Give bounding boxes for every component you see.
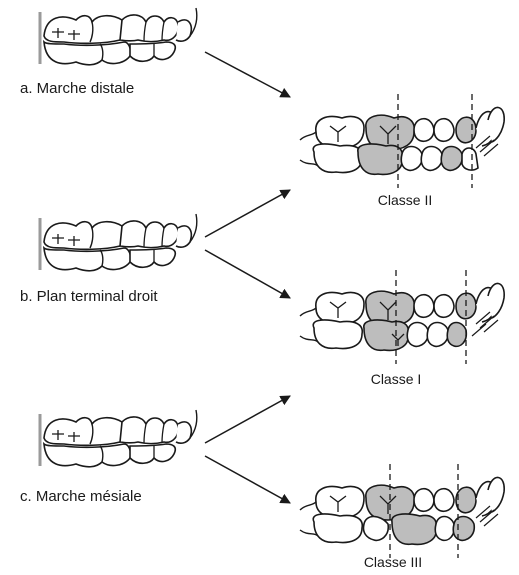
label-classe-iii: Classe III <box>353 555 433 569</box>
permanent-teeth-class-iii <box>300 464 504 558</box>
permanent-teeth-class-ii <box>300 94 504 188</box>
primary-teeth-flush <box>40 214 197 271</box>
arrow-flush-to-class-ii <box>205 190 290 237</box>
primary-teeth-mesial <box>40 410 197 467</box>
arrow-mesial-to-class-iii <box>205 456 290 503</box>
label-classe-i: Classe I <box>356 372 436 386</box>
primary-teeth-distal <box>40 8 197 65</box>
label-classe-ii: Classe II <box>365 193 445 207</box>
permanent-teeth-class-i <box>300 270 504 364</box>
arrow-distal-to-class-ii <box>205 52 290 97</box>
arrow-mesial-to-class-i <box>205 396 290 443</box>
arrow-flush-to-class-i <box>205 250 290 298</box>
label-marche-distale: a. Marche distale <box>20 81 134 96</box>
label-plan-terminal-droit: b. Plan terminal droit <box>20 289 158 304</box>
label-marche-mesiale: c. Marche mésiale <box>20 489 142 504</box>
